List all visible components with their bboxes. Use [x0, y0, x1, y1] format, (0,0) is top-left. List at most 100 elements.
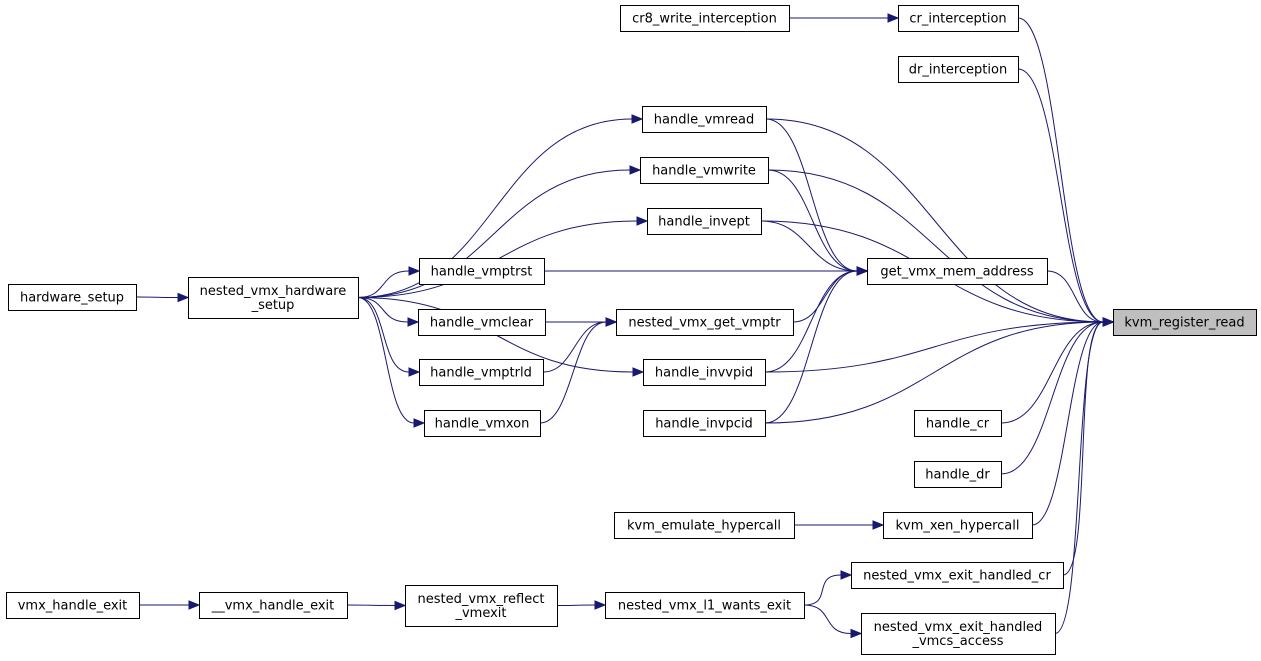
- node-label: handle_cr: [926, 417, 990, 432]
- arrow-head-icon: [394, 600, 407, 611]
- node-nested-vmx-l1-wants-exit[interactable]: nested_vmx_l1_wants_exit: [605, 592, 805, 619]
- node-label: cr_interception: [909, 12, 1006, 27]
- node-handle-vmwrite[interactable]: handle_vmwrite: [640, 157, 769, 184]
- node-label: nested_vmx_exit_handled_cr: [863, 569, 1051, 584]
- node-label: handle_vmxon: [435, 417, 530, 432]
- edge-handle-cr-to-kvm-register-read: [1000, 317, 1115, 424]
- edge-cr8-write-interception-to-cr-interception: [789, 13, 900, 23]
- node-handle-vmread[interactable]: handle_vmread: [642, 106, 767, 133]
- node-nested-vmx-get-vmptr[interactable]: nested_vmx_get_vmptr: [616, 309, 794, 336]
- edge-line: [357, 297, 410, 373]
- node-dr-interception[interactable]: dr_interception: [898, 56, 1019, 83]
- node-box: [643, 359, 766, 386]
- edge-line: [539, 321, 607, 424]
- node-label: handle_invvpid: [655, 366, 753, 381]
- edge-handle-vmwrite-to-get-vmx-mem-address: [767, 169, 869, 276]
- edge-nested-vmx-hardware-setup-to-handle-vmclear: [357, 297, 420, 327]
- edge-handle-invept-to-get-vmx-mem-address: [760, 220, 869, 276]
- edge-layer: [135, 13, 1115, 639]
- node-nested-vmx-exit-handled-vmcs-access[interactable]: nested_vmx_exit_handled_vmcs_access: [861, 613, 1056, 655]
- edge-line: [792, 270, 858, 323]
- node-hardware-setup[interactable]: hardware_setup: [8, 284, 137, 311]
- edge-line: [346, 604, 396, 606]
- node-handle-invept[interactable]: handle_invept: [647, 208, 762, 235]
- node-handle-vmxon[interactable]: handle_vmxon: [424, 410, 541, 437]
- node-box: [419, 258, 545, 285]
- node-kvm-register-read[interactable]: kvm_register_read: [1113, 309, 1257, 336]
- node-label: get_vmx_mem_address: [880, 265, 1034, 280]
- edge-nested-vmx-hardware-setup-to-handle-vmread: [357, 114, 644, 298]
- edge-line: [1046, 270, 1104, 323]
- node-box: [640, 157, 769, 184]
- edge-nested-vmx-l1-wants-exit-to-nested-vmx-exit-handled-cr: [803, 570, 853, 606]
- arrow-head-icon: [177, 292, 190, 303]
- node-box: [605, 592, 805, 619]
- edge-line: [1031, 321, 1104, 526]
- node-box: [405, 585, 558, 627]
- edge-line: [542, 321, 607, 373]
- edge-nested-vmx-hardware-setup-to-handle-invept: [357, 216, 649, 298]
- node-nested-vmx-reflect-vmexit[interactable]: nested_vmx_reflect_vmexit: [405, 585, 558, 627]
- edge-nested-vmx-l1-wants-exit-to-nested-vmx-exit-handled-vmcs-access: [803, 604, 863, 639]
- edge-handle-vmread-to-kvm-register-read: [765, 118, 1115, 327]
- node-box: [914, 410, 1002, 437]
- node-handle-vmclear[interactable]: handle_vmclear: [418, 309, 546, 336]
- node-label: handle_invept: [658, 215, 750, 230]
- arrow-head-icon: [636, 216, 649, 226]
- node-label: handle_vmclear: [430, 316, 534, 331]
- node-box: [424, 410, 541, 437]
- node-label: kvm_register_read: [1124, 316, 1244, 331]
- node-handle-dr[interactable]: handle_dr: [914, 461, 1002, 488]
- node-handle-vmptrst[interactable]: handle_vmptrst: [419, 258, 545, 285]
- node-cr8-write-interception[interactable]: cr8_write_interception: [620, 5, 790, 32]
- edge-line: [767, 169, 858, 272]
- arrow-head-icon: [408, 367, 421, 377]
- node-kvm-xen-hypercall[interactable]: kvm_xen_hypercall: [883, 512, 1033, 539]
- node-vmx-handle-exit[interactable]: vmx_handle_exit: [6, 592, 140, 619]
- node-box: [914, 461, 1002, 488]
- node-label: _setup: [251, 298, 295, 313]
- edge-line: [803, 604, 852, 634]
- node-nested-vmx-hardware-setup[interactable]: nested_vmx_hardware_setup: [188, 277, 359, 319]
- arrow-head-icon: [872, 520, 885, 530]
- node-box: [883, 512, 1033, 539]
- arrow-head-icon: [594, 600, 607, 610]
- edge-line: [1054, 321, 1104, 634]
- edge-dr-interception-to-kvm-register-read: [1017, 68, 1115, 327]
- node-handle-invpcid[interactable]: handle_invpcid: [643, 410, 766, 437]
- edge-nested-vmx-hardware-setup-to-handle-vmptrld: [357, 297, 421, 377]
- node-box: [614, 512, 795, 539]
- arrow-head-icon: [188, 600, 201, 610]
- edge-nested-vmx-exit-handled-vmcs-access-to-kvm-register-read: [1054, 317, 1115, 634]
- edge-handle-dr-to-kvm-register-read: [1000, 317, 1115, 475]
- node-nested-vmx-exit-handled-cr[interactable]: nested_vmx_exit_handled_cr: [851, 562, 1064, 589]
- node-box: [643, 410, 766, 437]
- node-box: [616, 309, 794, 336]
- edge-line: [1000, 321, 1104, 424]
- node-kvm-emulate-hypercall[interactable]: kvm_emulate_hypercall: [614, 512, 795, 539]
- node-handle-invvpid[interactable]: handle_invvpid: [643, 359, 766, 386]
- arrow-head-icon: [605, 317, 618, 327]
- node-get-vmx-mem-address[interactable]: get_vmx_mem_address: [867, 258, 1048, 285]
- edge-line: [764, 321, 1104, 424]
- node-label: _vmcs_access: [911, 634, 1003, 649]
- node-handle-cr[interactable]: handle_cr: [914, 410, 1002, 437]
- edge-line: [1017, 17, 1104, 323]
- node-box: [867, 258, 1048, 285]
- node-label: kvm_xen_hypercall: [896, 519, 1020, 534]
- node-vmx-handle-exit[interactable]: __vmx_handle_exit: [199, 592, 348, 619]
- edge-line: [357, 297, 409, 323]
- node-box: [419, 359, 544, 386]
- node-handle-vmptrld[interactable]: handle_vmptrld: [419, 359, 544, 386]
- node-box: [1113, 309, 1257, 336]
- edge-line: [1017, 68, 1104, 323]
- node-label: handle_vmwrite: [652, 164, 756, 179]
- node-label: vmx_handle_exit: [18, 599, 128, 614]
- edge-line: [765, 118, 1104, 323]
- edge-handle-vmxon-to-nested-vmx-get-vmptr: [539, 317, 618, 424]
- node-cr-interception[interactable]: cr_interception: [898, 5, 1019, 32]
- node-label: nested_vmx_exit_handled: [874, 620, 1043, 635]
- node-label: handle_invpcid: [655, 417, 753, 432]
- edge-line: [760, 220, 858, 272]
- edge-hardware-setup-to-nested-vmx-hardware-setup: [135, 292, 190, 303]
